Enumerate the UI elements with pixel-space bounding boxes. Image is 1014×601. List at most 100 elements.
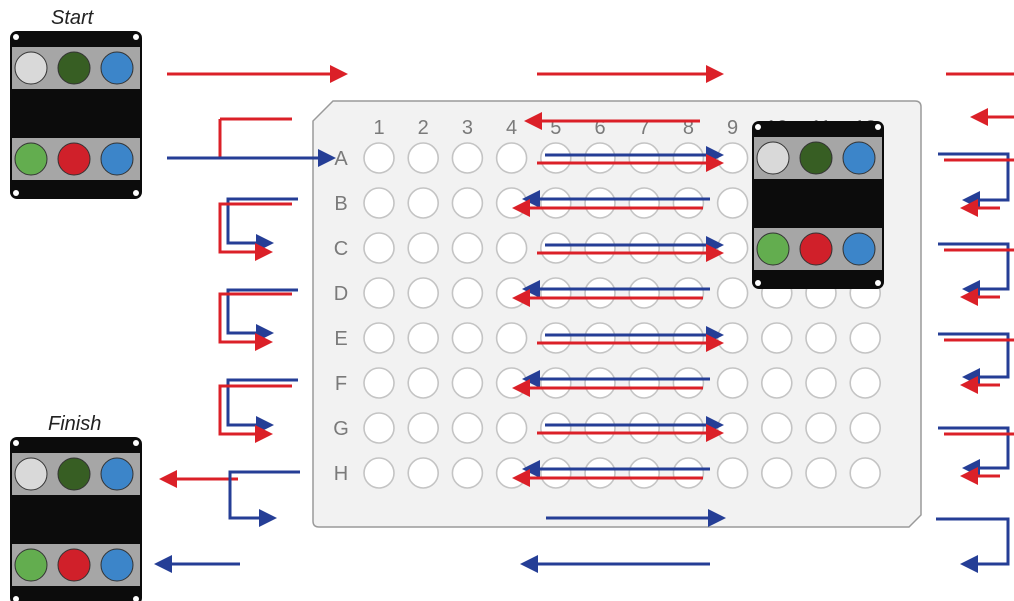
device-well (756, 232, 790, 266)
well (716, 457, 749, 489)
well (672, 367, 705, 399)
device-well (842, 232, 876, 266)
well (407, 412, 440, 444)
well (849, 412, 882, 444)
well (628, 412, 661, 444)
well (584, 277, 616, 309)
well-grid (363, 142, 882, 489)
well (672, 457, 705, 489)
row-label: D (334, 283, 348, 305)
row-label: H (334, 463, 348, 485)
well (539, 232, 572, 264)
well (716, 367, 749, 399)
well (716, 187, 749, 219)
blue-arrow (226, 288, 298, 342)
blue-arrow (938, 242, 1010, 298)
start-device (10, 31, 142, 199)
row-label: G (333, 418, 349, 440)
well (760, 322, 793, 354)
well (539, 412, 572, 444)
well (407, 457, 440, 489)
well (760, 367, 793, 399)
well (407, 187, 440, 219)
well (805, 367, 837, 399)
well (672, 187, 705, 219)
well (805, 322, 837, 354)
well (451, 187, 484, 219)
well (363, 412, 395, 444)
red-arrow (218, 384, 292, 443)
path-arrows (154, 65, 1014, 573)
well (495, 277, 528, 309)
screw (755, 124, 761, 130)
well (672, 412, 705, 444)
device-well (100, 142, 134, 176)
column-label: 5 (550, 117, 561, 139)
devices (10, 31, 884, 601)
well (584, 232, 616, 264)
column-label: 8 (683, 117, 694, 139)
device-well (100, 51, 134, 85)
well (495, 232, 528, 264)
well (451, 142, 484, 174)
well (584, 142, 616, 174)
well (495, 412, 528, 444)
well (584, 367, 616, 399)
screw (13, 596, 19, 601)
screw (875, 280, 881, 286)
well (849, 457, 882, 489)
well (539, 457, 572, 489)
well (849, 322, 882, 354)
device-well (100, 457, 134, 491)
well (539, 142, 572, 174)
column-label: 7 (639, 117, 650, 139)
blue-arrow (936, 517, 1010, 573)
well (672, 142, 705, 174)
well (495, 367, 528, 399)
well (451, 412, 484, 444)
well (363, 142, 395, 174)
column-label: 1 (373, 117, 384, 139)
well (407, 277, 440, 309)
device-well (57, 51, 91, 85)
screw (755, 280, 761, 286)
well (716, 142, 749, 174)
well (451, 322, 484, 354)
finish-label: Finish (48, 413, 102, 435)
well (716, 322, 749, 354)
start-label: Start (51, 7, 94, 29)
well (451, 457, 484, 489)
well (672, 322, 705, 354)
device-well (799, 141, 833, 175)
well (539, 322, 572, 354)
well (716, 232, 749, 264)
well (628, 322, 661, 354)
well (495, 457, 528, 489)
well (672, 277, 705, 309)
well (760, 457, 793, 489)
well (584, 412, 616, 444)
well (628, 367, 661, 399)
device-well (57, 548, 91, 582)
well (363, 322, 395, 354)
well (363, 187, 395, 219)
well (805, 457, 837, 489)
well (805, 412, 837, 444)
well (363, 367, 395, 399)
screw (133, 596, 139, 601)
plate-device (752, 121, 884, 289)
column-label: 3 (462, 117, 473, 139)
well (584, 187, 616, 219)
well (584, 322, 616, 354)
well (849, 367, 882, 399)
blue-arrow (226, 378, 298, 434)
well (451, 232, 484, 264)
device-well (57, 457, 91, 491)
screw (13, 190, 19, 196)
well (363, 457, 395, 489)
well (716, 412, 749, 444)
well (628, 277, 661, 309)
red-arrow (218, 292, 292, 351)
column-label: 4 (506, 117, 517, 139)
